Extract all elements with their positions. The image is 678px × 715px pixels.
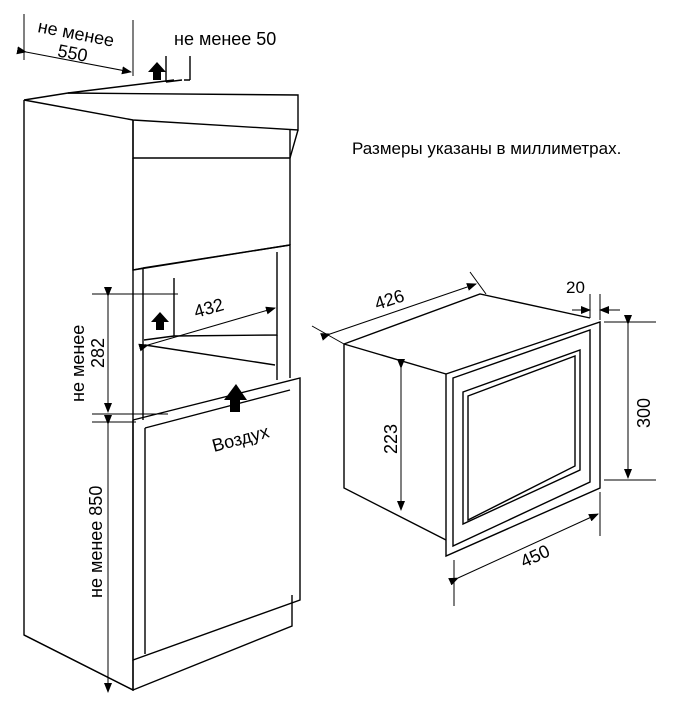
panel-thickness-label: 20 xyxy=(566,278,585,297)
gap-label: не менее 50 xyxy=(174,29,276,49)
front-width-label: 450 xyxy=(517,541,553,572)
air-label: Воздух xyxy=(210,421,271,455)
front-height-label: 300 xyxy=(634,398,654,428)
appliance-drawing: 426 20 300 223 450 xyxy=(311,271,656,606)
cabinet-depth-label: не менее 550 xyxy=(32,16,120,71)
floor-height-label: не менее 850 xyxy=(86,486,106,598)
body-height-label: 223 xyxy=(381,424,401,454)
units-note: Размеры указаны в миллиметрах. xyxy=(352,139,621,158)
cabinet-drawing: не менее 550 не менее 50 не менее 282 43… xyxy=(16,14,301,693)
niche-depth-label: 432 xyxy=(192,294,226,322)
niche-height-label: не менее 282 xyxy=(68,320,108,402)
